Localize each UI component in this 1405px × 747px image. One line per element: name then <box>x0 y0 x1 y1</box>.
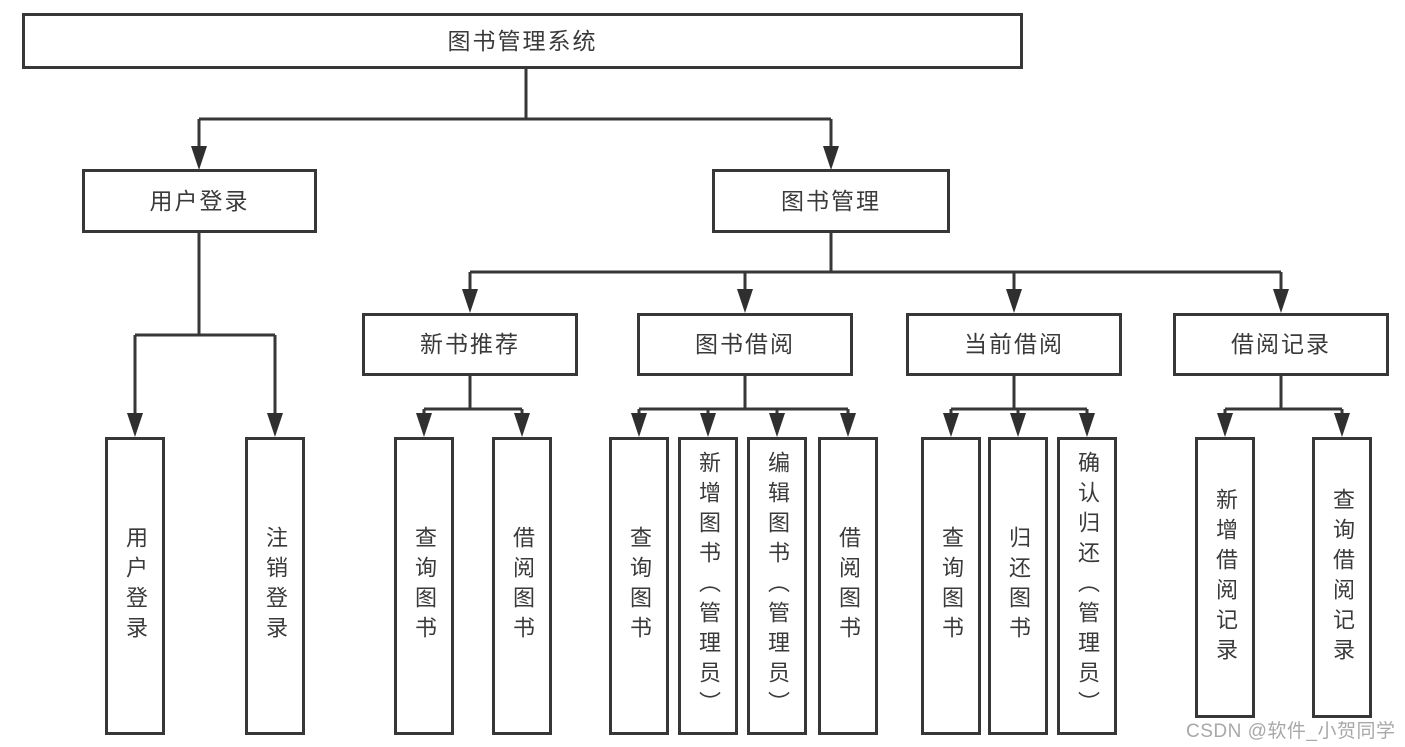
leaf-add-borrow-record: 新增借阅记录 <box>1195 437 1255 718</box>
node-root-label: 图书管理系统 <box>447 27 598 54</box>
node-book-management: 图书管理 <box>712 169 950 233</box>
leaf-add-books-admin-label: 新增图书（管理员） <box>696 451 721 721</box>
leaf-query-borrow-record-label: 查询借阅记录 <box>1330 487 1355 668</box>
leaf-borrow-books-recommend-label: 借阅图书 <box>510 526 535 646</box>
node-user-login: 用户登录 <box>82 169 317 233</box>
leaf-borrow-books: 借阅图书 <box>818 437 878 735</box>
node-new-book-recommend-label: 新书推荐 <box>420 331 520 357</box>
leaf-query-books-borrow-label: 查询图书 <box>627 526 652 646</box>
leaf-edit-books-admin-label: 编辑图书（管理员） <box>765 451 790 721</box>
leaf-add-borrow-record-label: 新增借阅记录 <box>1213 487 1238 668</box>
node-borrowing-records-label: 借阅记录 <box>1231 331 1331 357</box>
leaf-query-borrow-record: 查询借阅记录 <box>1312 437 1372 718</box>
node-current-borrowing-label: 当前借阅 <box>964 331 1064 357</box>
node-book-borrowing: 图书借阅 <box>637 313 853 376</box>
node-book-management-label: 图书管理 <box>781 187 881 214</box>
leaf-query-books-current-label: 查询图书 <box>939 526 964 646</box>
leaf-confirm-return-admin-label: 确认归还（管理员） <box>1075 451 1100 721</box>
node-book-borrowing-label: 图书借阅 <box>695 331 795 357</box>
node-user-login-label: 用户登录 <box>149 187 250 214</box>
leaf-add-books-admin: 新增图书（管理员） <box>678 437 738 735</box>
node-new-book-recommend: 新书推荐 <box>362 313 578 376</box>
watermark: CSDN @软件_小贺同学 <box>1186 721 1396 742</box>
leaf-query-books-current: 查询图书 <box>921 437 981 735</box>
leaf-logout-label: 注销登录 <box>263 526 288 646</box>
leaf-user-login-label: 用户登录 <box>123 526 148 646</box>
leaf-borrow-books-label: 借阅图书 <box>836 526 861 646</box>
leaf-logout: 注销登录 <box>245 437 305 735</box>
leaf-borrow-books-recommend: 借阅图书 <box>492 437 552 735</box>
leaf-user-login: 用户登录 <box>105 437 165 735</box>
leaf-query-books-borrow: 查询图书 <box>609 437 669 735</box>
node-current-borrowing: 当前借阅 <box>906 313 1122 376</box>
node-root: 图书管理系统 <box>22 13 1023 69</box>
leaf-return-books-label: 归还图书 <box>1006 526 1031 646</box>
leaf-query-books-recommend: 查询图书 <box>394 437 454 735</box>
leaf-return-books: 归还图书 <box>988 437 1048 735</box>
leaf-query-books-recommend-label: 查询图书 <box>412 526 437 646</box>
leaf-confirm-return-admin: 确认归还（管理员） <box>1057 437 1117 735</box>
node-borrowing-records: 借阅记录 <box>1173 313 1389 376</box>
leaf-edit-books-admin: 编辑图书（管理员） <box>747 437 807 735</box>
